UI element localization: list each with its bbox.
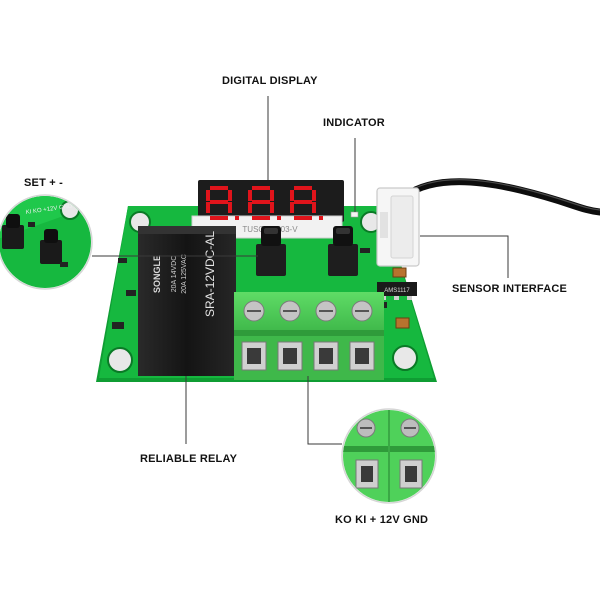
display-segment [270, 202, 274, 213]
relay-rating-1: 20A 14VDC [171, 256, 178, 293]
terminal-screw-slot [283, 310, 297, 312]
reliable-relay-label: RELIABLE RELAY [140, 453, 238, 465]
set-plus-button [256, 226, 286, 276]
terminals-magnifier [341, 408, 437, 504]
display-segment [290, 202, 294, 213]
display-segment [210, 216, 228, 220]
set-buttons-magnifier: KI KO +12V GND [0, 194, 93, 290]
terminal-block [234, 292, 384, 380]
display-segment [206, 202, 210, 213]
sensor-interface-label: SENSOR INTERFACE [452, 283, 568, 295]
sensor-connector [376, 187, 420, 267]
mounting-hole [392, 345, 418, 371]
mounting-hole [107, 347, 133, 373]
display-segment [252, 216, 270, 220]
relay-brand-label: SONGLE [152, 255, 162, 293]
relay-rating-2: 20A 125VAC [181, 254, 188, 294]
leader-lines [92, 96, 509, 445]
display-segment [294, 186, 312, 190]
display-segment [210, 186, 228, 190]
display-segment [270, 190, 274, 201]
set-minus-button [328, 226, 358, 276]
display-segment [228, 202, 232, 213]
terminal-screw-slot [355, 310, 369, 312]
smd-component [126, 290, 136, 296]
display-decimal-point [319, 216, 323, 220]
relay: SONGLE 20A 14VDC 20A 125VAC SRA-12VDC-AL [138, 226, 236, 376]
indicator-label: INDICATOR [323, 117, 385, 129]
display-decimal-point [277, 216, 281, 220]
display-segment [252, 186, 270, 190]
display-segment [228, 190, 232, 201]
terminal-wire-hole [319, 348, 333, 364]
display-segment [210, 200, 228, 204]
smd-component [118, 258, 127, 263]
display-segment [312, 190, 316, 201]
sensor-cable [401, 178, 600, 216]
terminal-screw-slot [247, 310, 261, 312]
leader-sensor [420, 235, 509, 278]
led-indicator [350, 211, 359, 218]
display-segment [294, 200, 312, 204]
set-buttons-label: SET + - [24, 177, 63, 189]
display-segment [252, 200, 270, 204]
seven-segment-digits [206, 186, 323, 220]
terminal-wire-hole [283, 348, 297, 364]
leader-terminals [307, 376, 342, 445]
digital-display-label: DIGITAL DISPLAY [222, 75, 318, 87]
display-segment [312, 202, 316, 213]
terminal-screw-slot [319, 310, 333, 312]
display-segment [248, 190, 252, 201]
capacitor [395, 317, 410, 329]
smd-component [112, 322, 124, 329]
terminal-wire-hole [247, 348, 261, 364]
chip-label: AMS1117 [384, 288, 410, 294]
display-decimal-point [235, 216, 239, 220]
capacitor [392, 267, 407, 278]
terminal-wire-hole [355, 348, 369, 364]
display-segment [206, 190, 210, 201]
display-segment [294, 216, 312, 220]
display-segment [290, 190, 294, 201]
smd-component [360, 248, 370, 253]
relay-model-label: SRA-12VDC-AL [203, 231, 217, 317]
sensor-cable-highlight [404, 179, 600, 211]
terminals-label: KO KI + 12V GND [335, 514, 429, 526]
display-segment [248, 202, 252, 213]
